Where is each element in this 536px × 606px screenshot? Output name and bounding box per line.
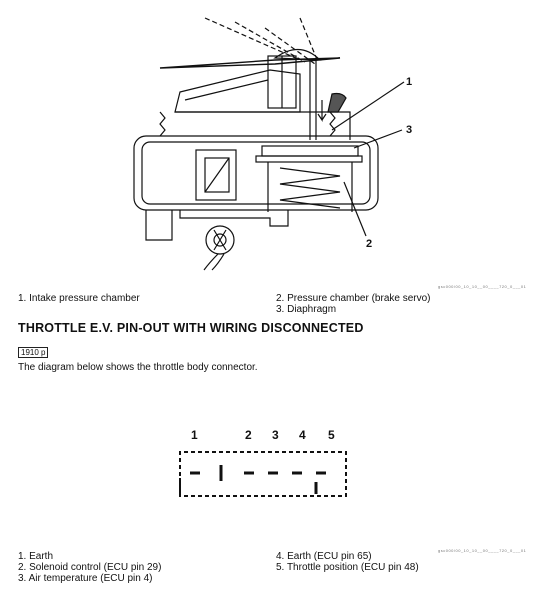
callout-3: 3	[406, 124, 413, 136]
legend-bottom-right-2: 5. Throttle position (ECU pin 48)	[276, 562, 419, 573]
callout-2: 2	[366, 238, 373, 250]
section-intro: The diagram below shows the throttle bod…	[18, 362, 258, 373]
figure-ref-code: gsc000/00_10_10__00____720_0___01	[438, 284, 527, 289]
pin-number-3: 3	[272, 428, 279, 442]
connector-ref-code: gsc000/00_10_10__00____720_0___01	[438, 548, 527, 553]
pin-number-1: 1	[191, 428, 198, 442]
legend-bottom-left-1: 1. Earth	[18, 551, 54, 562]
legend-bottom-right-1: 4. Earth (ECU pin 65)	[276, 551, 372, 562]
legend-bottom-left-3: 3. Air temperature (ECU pin 4)	[18, 573, 153, 584]
section-title: THROTTLE E.V. PIN-OUT WITH WIRING DISCON…	[18, 321, 364, 335]
legend-top-right-2: 3. Diaphragm	[276, 304, 337, 315]
pin-number-4: 4	[299, 428, 306, 442]
throttle-body-diagram	[133, 17, 405, 271]
legend-bottom-left-2: 2. Solenoid control (ECU pin 29)	[18, 562, 162, 573]
pin-number-5: 5	[328, 428, 335, 442]
legend-top-right-1: 2. Pressure chamber (brake servo)	[276, 293, 431, 304]
legend-top-left-1: 1. Intake pressure chamber	[18, 293, 140, 304]
callout-1: 1	[406, 76, 413, 88]
pin-number-2: 2	[245, 428, 252, 442]
section-tag: 1910 p	[18, 347, 49, 358]
